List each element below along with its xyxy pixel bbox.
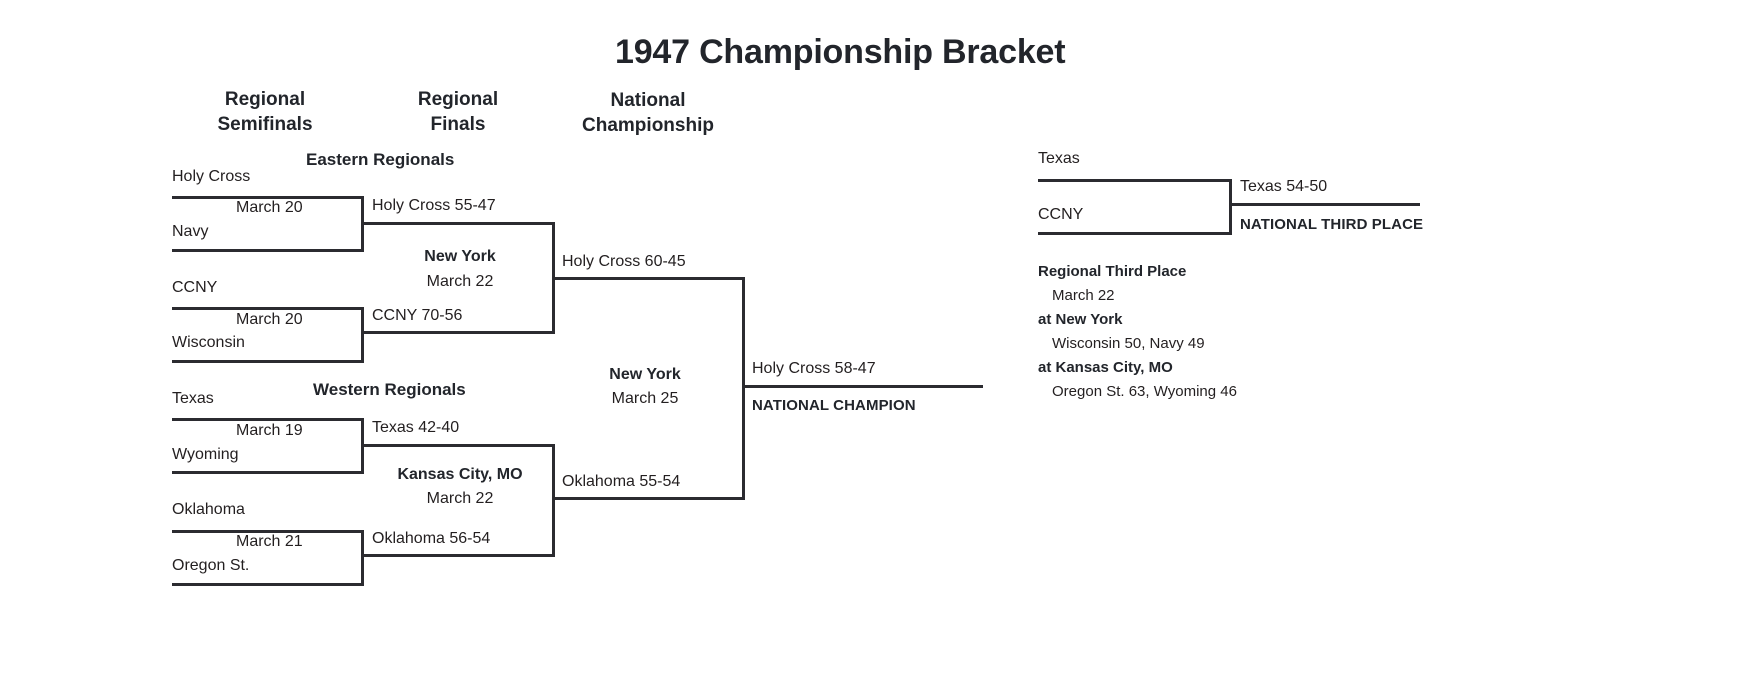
regional-third-place-date: March 22 [1052, 287, 1115, 304]
semifinal-1-bottom-team: Navy [172, 223, 209, 240]
regional-final-2-top-rule [364, 444, 555, 447]
national-champion-score: Holy Cross 58-47 [752, 360, 876, 377]
national-final-site: New York [609, 366, 681, 383]
regional-final-1-top-winner: Holy Cross 55-47 [372, 197, 496, 214]
semifinal-2-connector [361, 307, 364, 363]
national-final-connector [742, 277, 745, 500]
national-final-top-winner: Holy Cross 60-45 [562, 253, 686, 270]
regional-third-place-heading: Regional Third Place [1038, 263, 1187, 280]
third-place-top-team: Texas [1038, 150, 1080, 167]
third-place-winner: Texas 54-50 [1240, 178, 1328, 195]
semifinal-4-top-rule [172, 530, 364, 533]
third-place-bottom-team: CCNY [1038, 206, 1084, 223]
semifinal-3-bottom-rule [172, 471, 364, 474]
regional-third-place-result-2: Oregon St. 63, Wyoming 46 [1052, 383, 1237, 400]
semifinal-4-connector [361, 530, 364, 586]
regional-third-place-block: Regional Third Place March 22 at New Yor… [1038, 260, 1237, 404]
regional-final-2-bottom-winner: Oklahoma 56-54 [372, 530, 491, 547]
column-header-line-2: Finals [430, 114, 486, 135]
regional-final-1-site: New York [424, 248, 496, 265]
regional-final-1-connector [552, 222, 555, 334]
regional-third-place-result-1: Wisconsin 50, Navy 49 [1052, 335, 1205, 352]
semifinal-1-bottom-rule [172, 249, 364, 252]
semifinal-2-top-team: CCNY [172, 279, 218, 296]
semifinal-3-top-team: Texas [172, 390, 214, 407]
national-final-date: March 25 [611, 390, 679, 407]
national-final-bottom-rule [555, 497, 745, 500]
regional-final-2-site: Kansas City, MO [397, 466, 523, 483]
semifinal-3-connector [361, 418, 364, 474]
column-header-line-1: Regional [224, 89, 306, 110]
semifinal-1-top-team: Holy Cross [172, 168, 251, 185]
national-champion-rule [745, 385, 983, 388]
regional-final-2-top-winner: Texas 42-40 [372, 419, 460, 436]
third-place-winner-rule [1232, 203, 1420, 206]
column-header-line-2: Championship [582, 115, 714, 136]
semifinal-3-top-rule [172, 418, 364, 421]
regional-final-1-bottom-rule [364, 331, 555, 334]
column-header-regional-finals: Regional Finals [368, 87, 548, 137]
page-title: 1947 Championship Bracket [615, 33, 1066, 71]
regional-final-1-top-rule [364, 222, 555, 225]
regional-final-1-date: March 22 [426, 273, 494, 290]
semifinal-4-bottom-rule [172, 583, 364, 586]
regional-final-2-date: March 22 [426, 490, 494, 507]
third-place-connector [1229, 179, 1232, 235]
semifinal-2-bottom-team: Wisconsin [172, 334, 245, 351]
semifinal-2-top-rule [172, 307, 364, 310]
regional-final-1-bottom-winner: CCNY 70-56 [372, 307, 463, 324]
column-header-national-championship: National Championship [558, 88, 738, 138]
national-final-top-rule [555, 277, 745, 280]
semifinal-2-bottom-rule [172, 360, 364, 363]
national-champion-banner: NATIONAL CHAMPION [752, 397, 916, 414]
column-header-line-1: National [610, 90, 686, 111]
third-place-banner: NATIONAL THIRD PLACE [1240, 216, 1424, 233]
regional-final-2-connector [552, 444, 555, 556]
semifinal-4-date: March 21 [236, 533, 303, 550]
semifinal-1-top-rule [172, 196, 364, 199]
column-header-regional-semifinals: Regional Semifinals [175, 87, 355, 137]
regional-third-place-site-2: at Kansas City, MO [1038, 359, 1173, 376]
semifinal-1-connector [361, 196, 364, 252]
semifinal-4-top-team: Oklahoma [172, 501, 245, 518]
semifinal-3-date: March 19 [236, 422, 303, 439]
third-place-top-rule [1038, 179, 1232, 182]
regional-final-2-bottom-rule [364, 554, 555, 557]
semifinal-1-date: March 20 [236, 199, 303, 216]
third-place-bottom-rule [1038, 232, 1232, 235]
national-final-bottom-winner: Oklahoma 55-54 [562, 473, 681, 490]
semifinal-4-bottom-team: Oregon St. [172, 557, 250, 574]
region-label-western: Western Regionals [313, 380, 466, 399]
semifinal-3-bottom-team: Wyoming [172, 446, 239, 463]
column-header-line-2: Semifinals [217, 114, 313, 135]
region-label-eastern: Eastern Regionals [306, 150, 455, 169]
regional-third-place-site-1: at New York [1038, 311, 1123, 328]
semifinal-2-date: March 20 [236, 311, 303, 328]
column-header-line-1: Regional [417, 89, 499, 110]
